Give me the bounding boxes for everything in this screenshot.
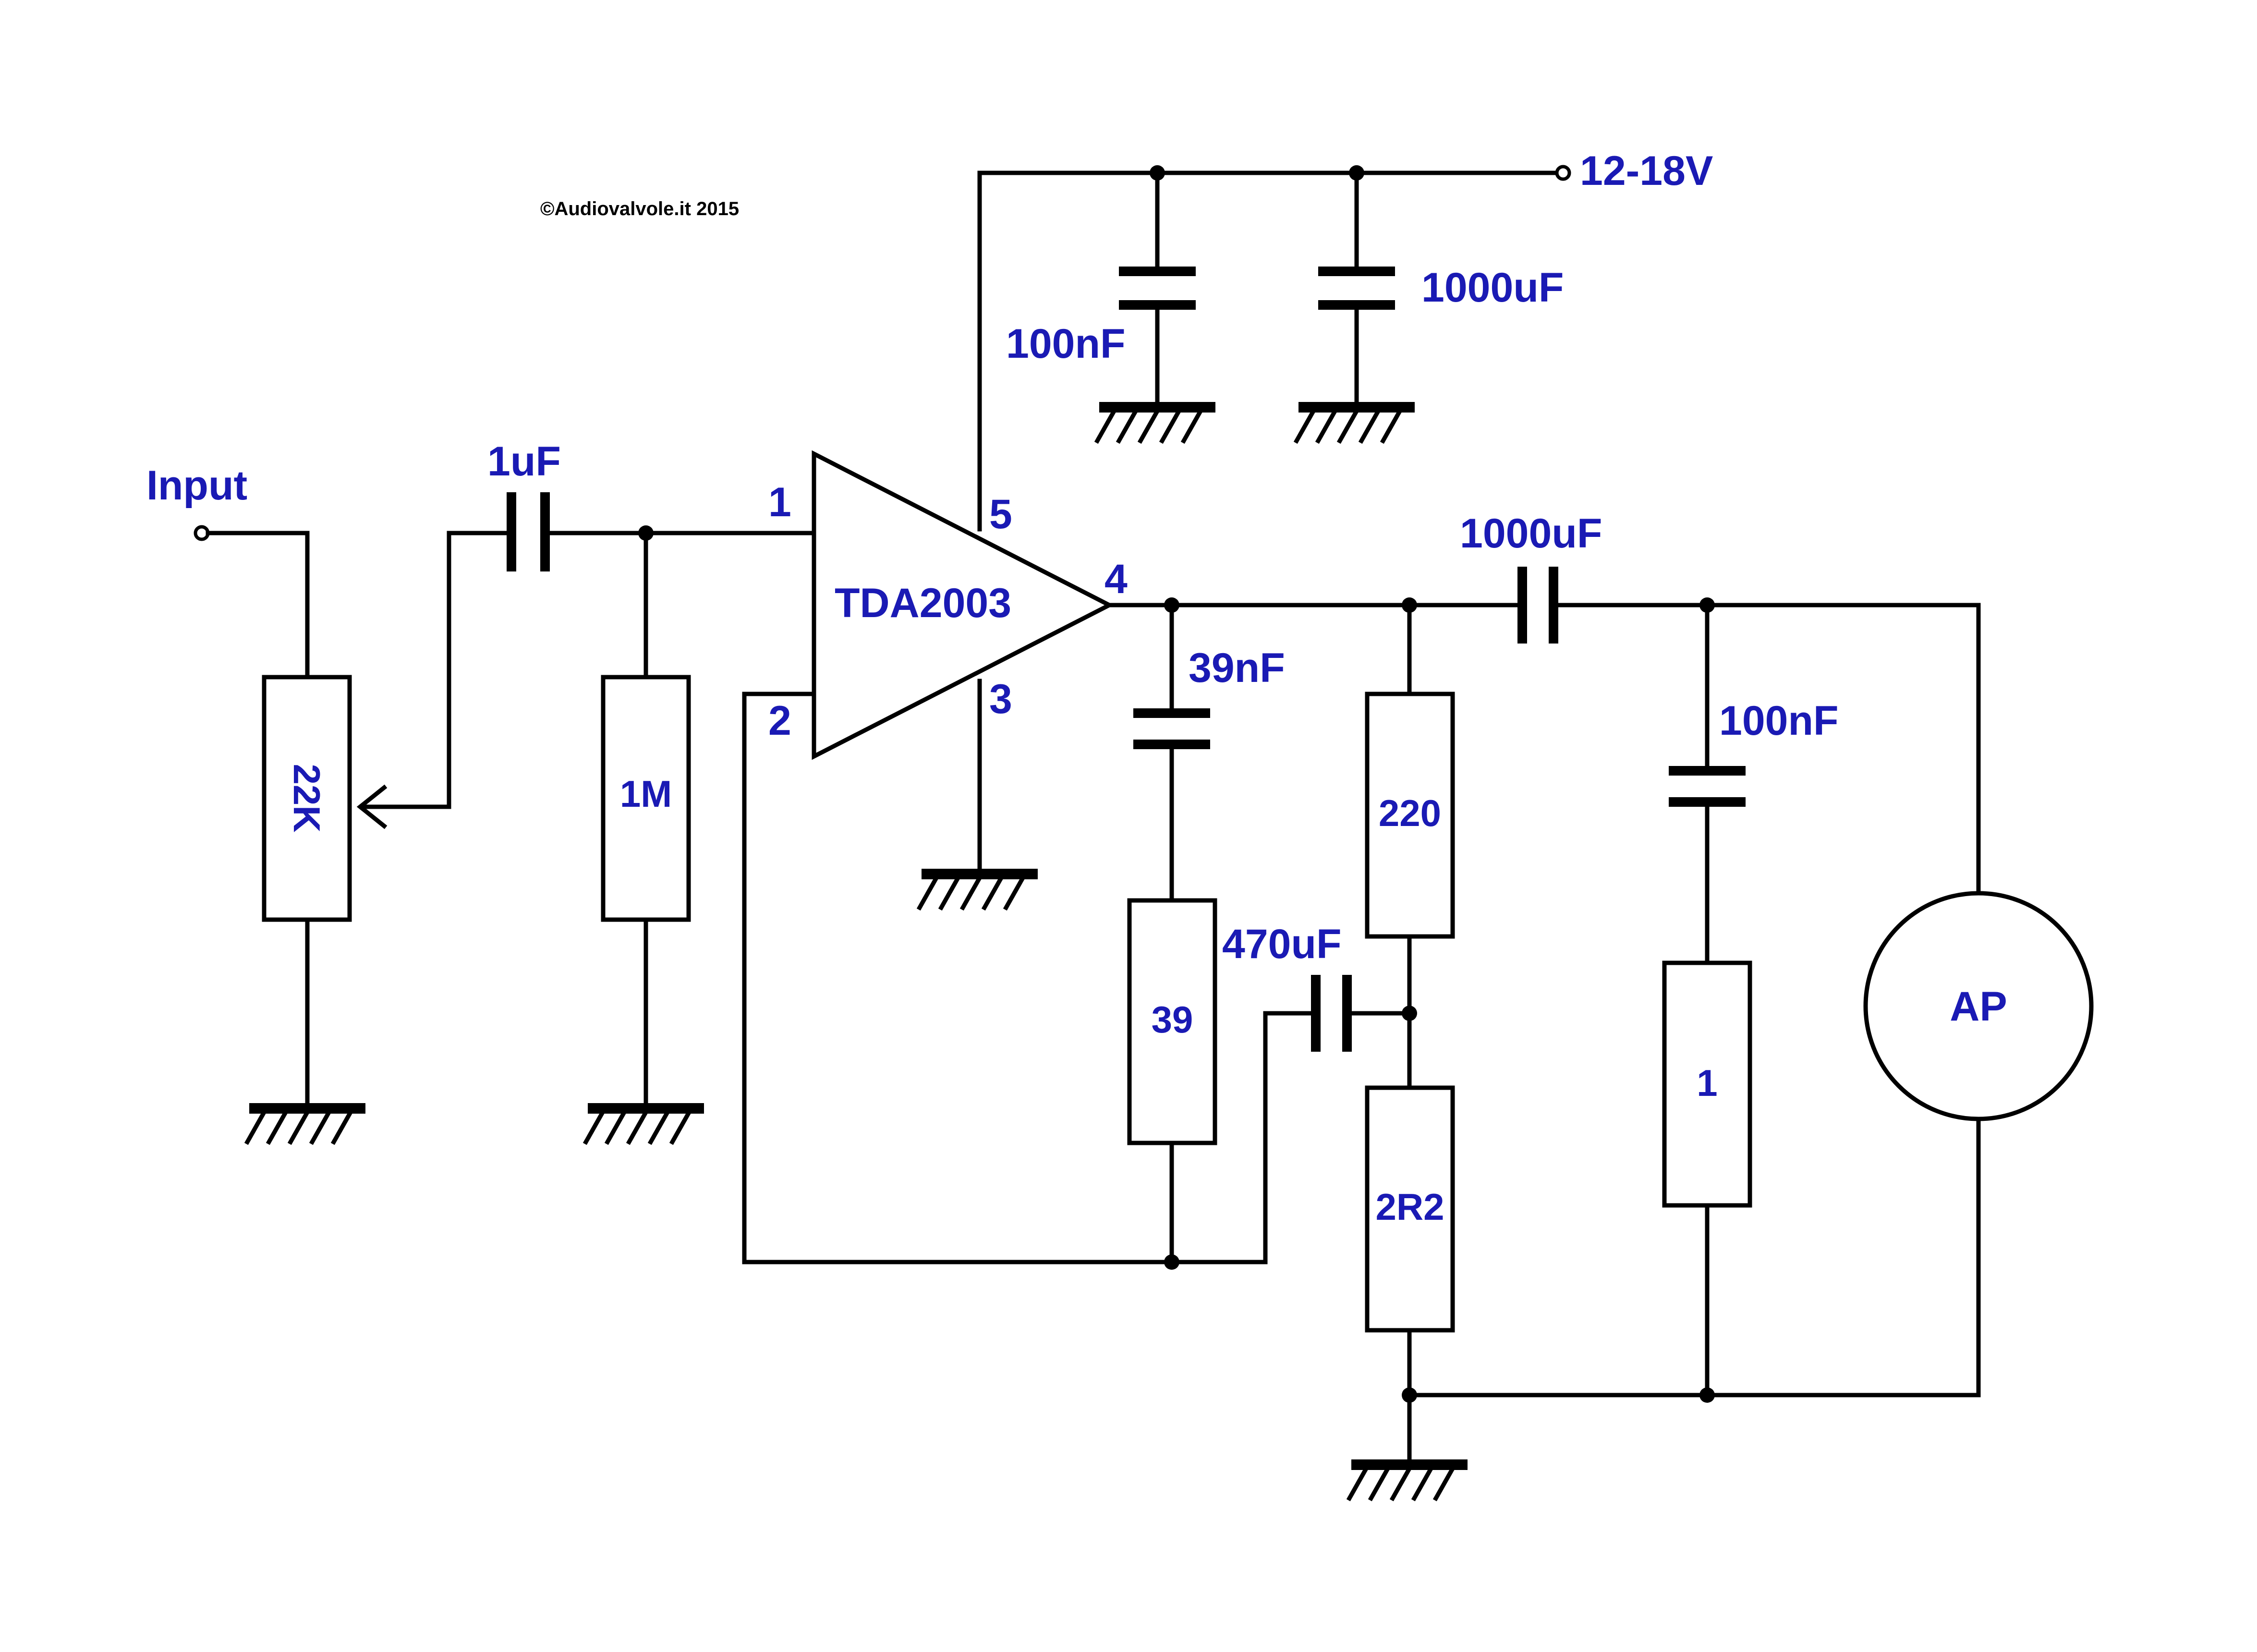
c-out-zobel-label: 100nF [1719,698,1839,744]
r-fb-bot-label: 2R2 [1375,1186,1444,1228]
ic-pin4-label: 4 [1104,556,1128,602]
ground-icon [1349,1465,1462,1498]
wire-wiper [447,531,511,809]
c-sup-small-label: 100nF [1006,321,1126,367]
capacitor-39nf [1133,708,1210,749]
ground-icon [586,1108,699,1142]
supply-label: 12-18V [1580,148,1713,194]
ground-icon [247,1108,360,1142]
speaker-label: AP [1950,984,2007,1030]
c-fb-label: 470uF [1222,921,1342,967]
pot-value-label: 22K [286,764,328,832]
capacitor-470uf [1311,975,1352,1052]
pot-wiper-arrow-icon [356,784,388,829]
ic-pin3-label: 3 [989,676,1012,722]
junction-dot [1164,1254,1179,1270]
input-label: Input [146,462,247,509]
c-out-label: 1000uF [1460,510,1602,557]
r-out-zobel-label: 1 [1697,1062,1717,1104]
ic-tda2003-triangle [812,450,1114,760]
c-zobel-label: 39nF [1189,645,1285,691]
ground-icon [1097,407,1210,441]
resistor-1-ohm [1662,960,1752,1208]
ic-pin5-label: 5 [989,491,1012,537]
resistor-2r2 [1365,1085,1455,1333]
resistor-39 [1127,898,1217,1145]
r-fb-top-label: 220 [1379,792,1441,834]
c-sup-big-label: 1000uF [1421,265,1564,311]
ground-icon [920,874,1032,908]
capacitor-1000uf-output [1517,567,1558,644]
ground-icon [1297,407,1409,441]
capacitor-100nf-supply [1119,267,1196,310]
r-zobel-label: 39 [1152,998,1193,1041]
c-in-label: 1uF [487,438,561,485]
ic-pin1-label: 1 [768,479,791,525]
potentiometer-22k: 22K [262,675,451,922]
r-in-label: 1M [620,773,672,815]
capacitor-1uf-input [507,492,550,571]
ic-pin2-label: 2 [768,698,791,744]
wire-pin5-supply [977,170,1561,532]
supply-terminal [1555,165,1571,181]
wire-input [206,531,310,680]
wire-feedback-pin2 [742,692,1268,1264]
ic-name-label: TDA2003 [835,580,1011,626]
capacitor-1000uf-supply [1318,267,1395,310]
copyright-text: ©Audiovalvole.it 2015 [540,198,739,219]
resistor-220 [1365,692,1455,939]
capacitor-100nf-output [1669,766,1746,807]
